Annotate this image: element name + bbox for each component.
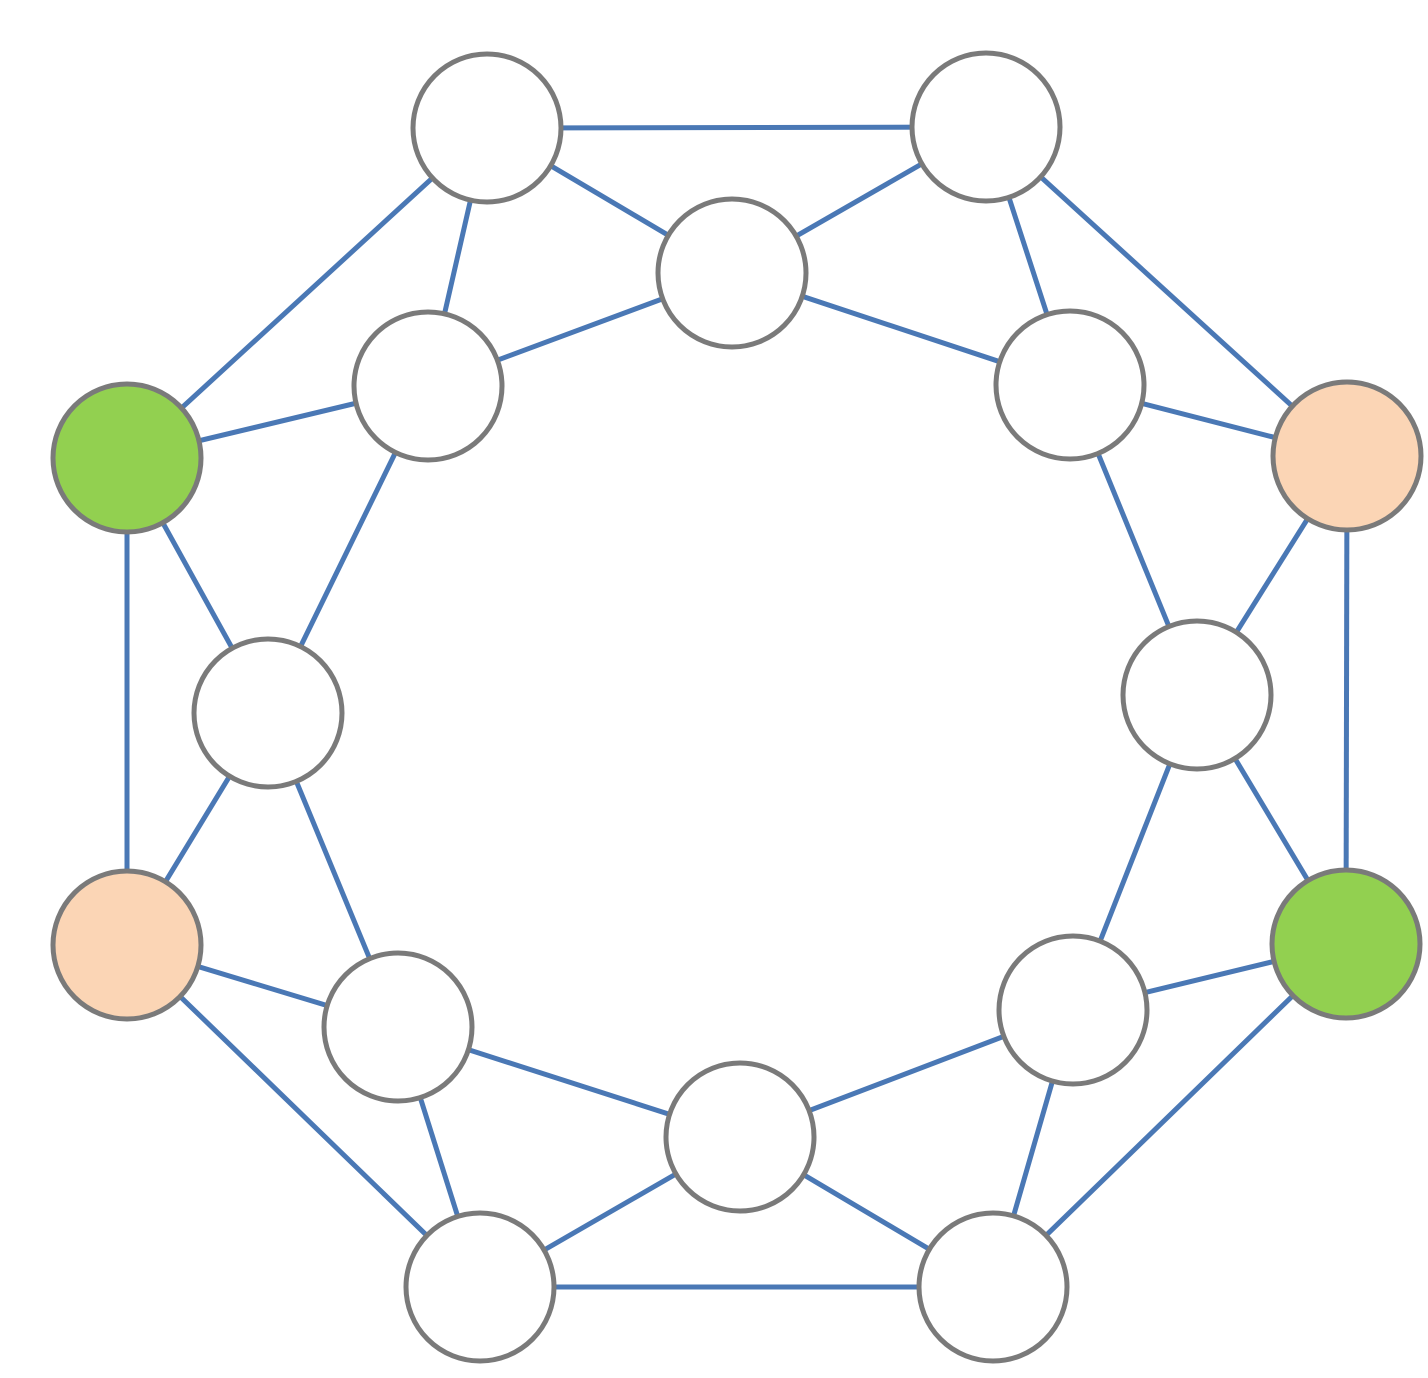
node-top-center <box>655 196 809 350</box>
node-right-outer-peach <box>1270 379 1424 533</box>
node-left-outer-green <box>50 381 204 535</box>
node-bottom-right <box>916 1210 1070 1364</box>
edge-left-lower-peach-to-bottom-left <box>125 943 482 1289</box>
node-bottom-center <box>663 1060 817 1214</box>
node-left-lower-peach <box>50 868 204 1022</box>
nodes-layer <box>50 50 1424 1364</box>
edge-right-outer-peach-to-right-lower-green <box>1343 455 1350 945</box>
node-right-lower-green <box>1269 867 1423 1021</box>
node-bottom-left <box>403 1210 557 1364</box>
node-upper-right-inner <box>993 308 1147 462</box>
node-left-middle <box>191 636 345 790</box>
edge-right-lower-green-to-bottom-right <box>991 942 1348 1289</box>
node-lower-left-inner <box>321 950 475 1104</box>
edge-top-right-to-right-outer-peach <box>984 125 1349 458</box>
node-upper-left-inner <box>351 309 505 463</box>
node-right-middle <box>1120 618 1274 772</box>
edge-top-left-to-top-right <box>486 124 987 131</box>
node-lower-right-inner <box>996 933 1150 1087</box>
node-top-right <box>909 50 1063 204</box>
edge-top-left-to-left-outer-green <box>125 126 489 460</box>
node-top-left <box>410 51 564 205</box>
